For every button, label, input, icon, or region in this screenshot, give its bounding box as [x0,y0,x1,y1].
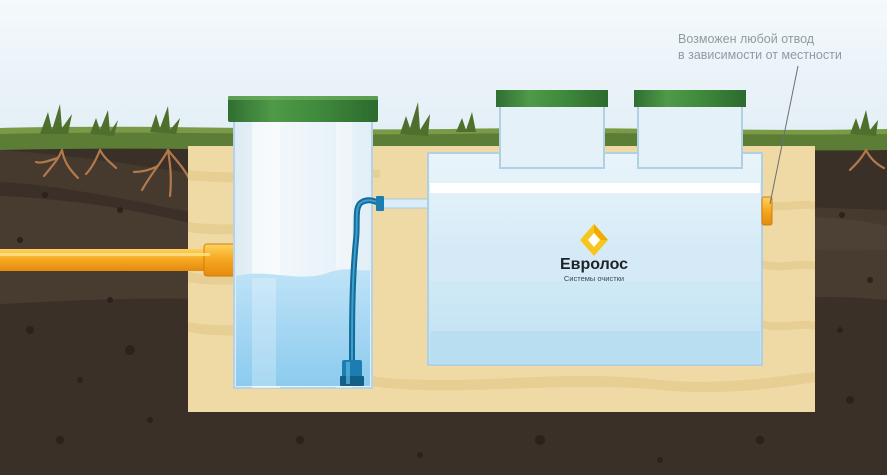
tank-riser-right [634,90,746,169]
grass-tuft [40,102,878,136]
outlet-pipe [761,196,773,226]
outlet-annotation: Возможен любой отвод в зависимости от ме… [678,31,878,63]
soil-speckles [17,192,873,463]
evrolos-logo-icon [580,224,608,256]
tank-riser-left [496,90,608,169]
receiving-well [233,119,373,389]
annotation-leader [769,65,799,205]
submersible-pump-icon [340,360,364,386]
pump-hose [349,197,385,363]
well-water [236,269,370,386]
plant-roots [34,148,886,198]
annotation-line-1: Возможен любой отвод [678,32,815,46]
brand-name: Евролос [560,256,628,273]
treatment-tank [427,152,763,366]
brand-tagline: Системы очистки [564,274,624,283]
annotation-line-2: в зависимости от местности [678,48,842,62]
inlet-pipe [0,243,241,277]
sky [0,0,887,140]
well-lid [228,96,378,122]
